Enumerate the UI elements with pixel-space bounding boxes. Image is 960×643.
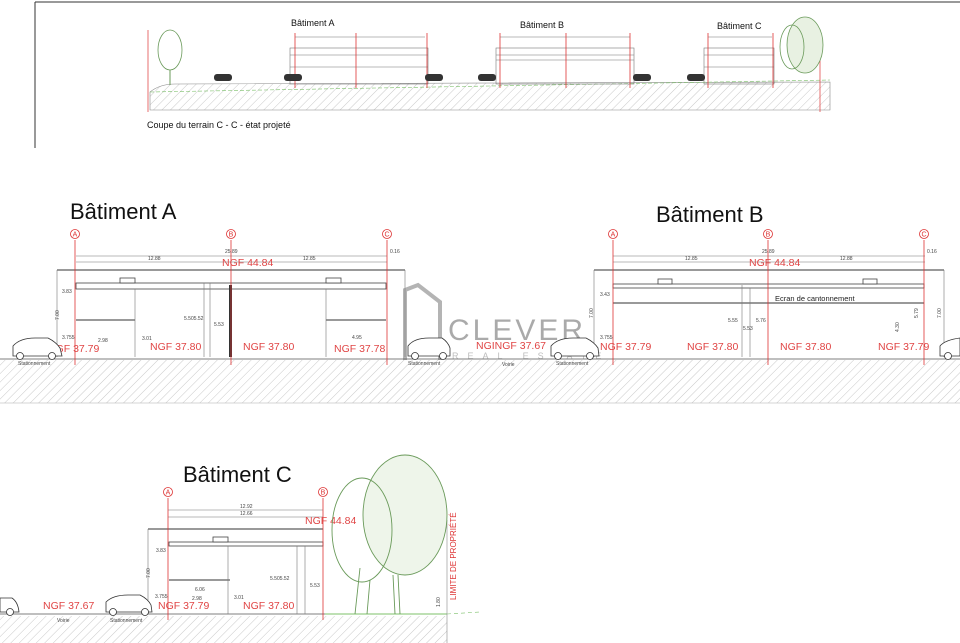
overview-label-c: Bâtiment C [717, 21, 762, 31]
parking-label: Stationnement [556, 361, 589, 367]
dim-h4: 5.53 [214, 322, 224, 328]
level-3: NGF 37.80 [243, 341, 295, 353]
building-c-section: Bâtiment C A B 12.92 12.66 7.00 3.83 3.7… [0, 454, 481, 643]
property-limit-label: LIMITE DE PROPRIÉTÉ [449, 512, 458, 600]
road-label: Voirie [57, 618, 70, 624]
building-a-section: Bâtiment A A B C 25.89 12.88 12.85 0.16 … [0, 199, 960, 404]
dim-h5: 3.01 [234, 595, 244, 601]
dim-height: 7.00 [589, 308, 595, 318]
dim-h7: 2.98 [192, 596, 202, 602]
building-a-title: Bâtiment A [70, 199, 177, 224]
dim-h7: 5.79 [914, 308, 920, 318]
roof-level: NGF 44.84 [749, 257, 801, 269]
car-icon [105, 594, 153, 616]
road-level: NGINGF 37.67 [476, 340, 546, 352]
road-level: NGF 37.67 [43, 600, 95, 612]
level-2: NGF 37.80 [687, 341, 739, 353]
dim-right: 12.85 [303, 256, 316, 262]
dim-h2: 3.755 [62, 335, 75, 341]
car-icon [12, 337, 63, 360]
dim-edge: 0.16 [390, 249, 400, 255]
dim-left: 12.85 [685, 256, 698, 262]
dim-inner: 12.66 [240, 511, 253, 517]
dim-left: 12.88 [148, 256, 161, 262]
car-icon [407, 337, 451, 360]
grid-label-a: A [166, 490, 171, 497]
parking-label: Stationnement [408, 361, 441, 367]
dim-h6: 4.95 [352, 335, 362, 341]
level-2: NGF 37.80 [243, 600, 295, 612]
dim-h4: 5.53 [310, 583, 320, 589]
tree-icon [157, 29, 183, 71]
dim-total: 12.92 [240, 504, 253, 510]
dim-h4: 5.53 [743, 326, 753, 332]
overview-caption: Coupe du terrain C - C - état projeté [147, 120, 291, 130]
dim-h6: 4.30 [895, 322, 901, 332]
roof-level: NGF 44.84 [305, 515, 357, 527]
dim-total: 25.89 [225, 249, 238, 255]
dim-h2: 3.755 [600, 335, 613, 341]
screen-label: Ecran de cantonnement [775, 294, 856, 303]
grid-label-b: B [229, 232, 234, 239]
grid-label-c: C [384, 232, 389, 239]
tree-icon [331, 454, 448, 615]
car-icon [0, 597, 20, 616]
level-1: NGF 37.79 [600, 341, 652, 353]
road-label: Voirie [502, 362, 515, 368]
building-c-title: Bâtiment C [183, 462, 292, 487]
dim-h5: 3.01 [142, 336, 152, 342]
parking-label: Stationnement [110, 618, 143, 624]
dim-h1: 3.43 [600, 292, 610, 298]
roof-level: NGF 44.84 [222, 257, 274, 269]
dim-height: 7.00 [55, 310, 61, 320]
dim-h5: 5.76 [756, 318, 766, 324]
level-4: NGF 37.78 [334, 343, 386, 355]
dim-h1: 3.83 [156, 548, 166, 554]
car-icon [550, 337, 600, 360]
dim-h6: 6.06 [195, 587, 205, 593]
grid-label-a: A [73, 232, 78, 239]
grid-label-c: C [921, 232, 926, 239]
dim-h3: 5.505.52 [184, 316, 204, 322]
parking-label: Stationnement [18, 361, 51, 367]
building-b-section: Bâtiment B A B C 25.89 12.85 12.88 0.16 … [476, 202, 960, 368]
dim-h1: 3.83 [62, 289, 72, 295]
overview-label-b: Bâtiment B [520, 20, 564, 30]
dim-right: 12.88 [840, 256, 853, 262]
overview-section: Bâtiment A Bâtiment B Bâtiment C Coupe d… [147, 16, 831, 130]
tree-icon [786, 16, 824, 74]
grid-label-a: A [611, 232, 616, 239]
level-1: NGF 37.79 [158, 600, 210, 612]
overview-label-a: Bâtiment A [291, 18, 335, 28]
dim-h3: 5.55 [728, 318, 738, 324]
building-b-title: Bâtiment B [656, 202, 764, 227]
grid-label-b: B [321, 490, 326, 497]
dim-fence: 1.80 [436, 597, 442, 607]
dim-total: 25.89 [762, 249, 775, 255]
dim-edge: 0.16 [927, 249, 937, 255]
dim-h7: 2.98 [98, 338, 108, 344]
level-4: NGF 37.79 [878, 341, 930, 353]
grid-label-b: B [766, 232, 771, 239]
dim-h3: 5.505.52 [270, 576, 290, 582]
level-2: NGF 37.80 [150, 341, 202, 353]
watermark-sub: REAL ESTATE [452, 351, 610, 361]
dim-height: 7.00 [937, 308, 943, 318]
dim-h2: 3.755 [155, 594, 168, 600]
dim-height: 7.00 [146, 568, 152, 578]
car-icon [939, 337, 960, 360]
car-icons [214, 74, 705, 81]
level-3: NGF 37.80 [780, 341, 832, 353]
